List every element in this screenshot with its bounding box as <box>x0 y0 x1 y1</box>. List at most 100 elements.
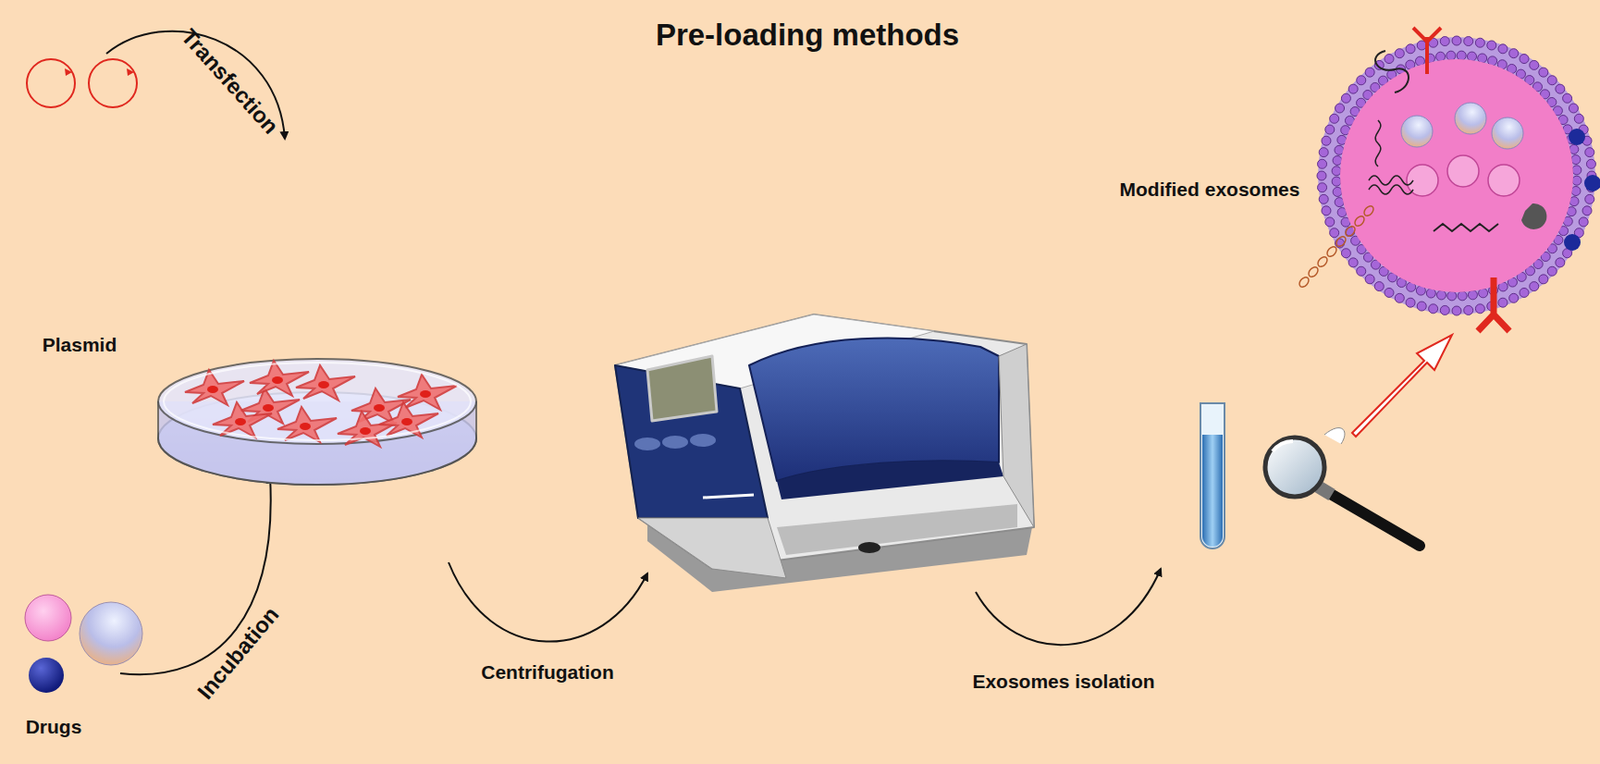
peptide-bead <box>1334 234 1348 248</box>
lipid-head <box>1325 124 1335 135</box>
lipid-head <box>1578 217 1588 227</box>
lipid-head <box>1437 290 1447 300</box>
lipid-head <box>1447 291 1457 301</box>
lipid-head <box>1356 266 1367 276</box>
lipid-head <box>1440 305 1450 315</box>
lipid-head <box>1547 75 1557 86</box>
lipid-head <box>1348 84 1358 94</box>
peptide-bead <box>1325 245 1339 259</box>
lipid-head <box>1574 113 1584 124</box>
lipid-head <box>1394 293 1404 303</box>
lipid-head <box>1428 304 1439 314</box>
lipid-head <box>1452 306 1462 316</box>
lipid-head <box>1571 186 1581 197</box>
lipid-head <box>1452 36 1462 46</box>
lipid-head <box>1374 282 1384 292</box>
cell-nucleus <box>207 385 219 394</box>
peptide-bead <box>1297 275 1311 289</box>
cell-nucleus <box>373 404 385 412</box>
lipid-head <box>1331 166 1342 176</box>
step-label: Centrifugation <box>480 661 614 683</box>
lipid-head <box>1582 206 1592 216</box>
lipid-head <box>1498 44 1508 54</box>
diagram-title: Pre-loading methods <box>655 18 960 52</box>
lipid-head <box>1332 186 1342 197</box>
lipid-head <box>1405 297 1416 308</box>
cell <box>337 411 397 447</box>
cell <box>277 406 337 443</box>
lipid-head <box>1316 171 1327 181</box>
lipid-head <box>1571 155 1581 165</box>
lipid-head <box>1325 217 1335 227</box>
lipid-head <box>1436 51 1446 62</box>
lipid-head <box>1332 155 1342 165</box>
lipid-head <box>1329 228 1340 238</box>
lipid-head <box>1529 60 1539 70</box>
lipid-head <box>1341 93 1351 103</box>
lipid-head <box>1464 305 1474 315</box>
lipid-head <box>1321 135 1331 146</box>
component-label: Plasmid <box>42 333 118 356</box>
lipid-head <box>1475 304 1485 314</box>
lipid-head <box>1341 248 1351 259</box>
cell <box>397 374 457 410</box>
peptide-bead <box>1316 255 1330 269</box>
lipid-head <box>1467 51 1477 62</box>
lipid-head <box>1538 274 1549 284</box>
step-label: Exosomes isolation <box>972 670 1155 692</box>
peptide-bead <box>1343 224 1357 238</box>
lipid-head <box>1538 67 1549 77</box>
cell <box>295 365 356 401</box>
lipid-head <box>1335 103 1345 113</box>
lipid-head <box>1318 147 1329 158</box>
lipid-head <box>1585 147 1595 158</box>
lipid-head <box>1356 75 1367 86</box>
lipid-head <box>1405 44 1416 54</box>
lipid-head <box>1555 84 1565 94</box>
cell-nucleus <box>419 390 431 398</box>
lipid-head <box>1394 49 1404 59</box>
lipid-head <box>1365 274 1375 284</box>
lipid-head <box>1475 37 1485 48</box>
lipid-head <box>1384 287 1394 297</box>
lipid-head <box>1547 266 1557 276</box>
lipid-head <box>1563 93 1573 103</box>
lipid-head <box>1329 113 1340 124</box>
lipid-head <box>1509 293 1519 303</box>
lipid-head <box>1555 258 1565 268</box>
lipid-head <box>1456 50 1466 61</box>
lipid-head <box>1365 67 1375 77</box>
lipid-head <box>1464 36 1474 47</box>
lipid-head <box>1467 290 1477 300</box>
lipid-head <box>1321 206 1331 216</box>
lipid-head <box>1529 282 1539 292</box>
lipid-head <box>1572 165 1582 175</box>
component-label: Drugs <box>25 715 83 738</box>
cell <box>184 369 245 406</box>
peptide-bead <box>1306 265 1320 279</box>
peptide-bead <box>1353 214 1367 228</box>
lipid-head <box>1318 194 1329 204</box>
lipid-head <box>1446 50 1456 61</box>
cell-nucleus <box>271 376 284 384</box>
lipid-head <box>1457 291 1467 301</box>
lipid-head <box>1416 301 1427 311</box>
lipid-head <box>1331 176 1342 186</box>
cell-nucleus <box>262 404 274 412</box>
cell-nucleus <box>299 422 311 431</box>
cell-nucleus <box>234 418 247 426</box>
lipid-head <box>1519 287 1529 297</box>
lipid-head <box>1348 258 1358 268</box>
cell-nucleus <box>401 418 413 426</box>
lipid-head <box>1572 175 1582 185</box>
lipid-head <box>1585 194 1595 204</box>
cell-nucleus <box>318 381 330 389</box>
lipid-head <box>1487 40 1497 50</box>
cell-nucleus <box>359 427 371 435</box>
lipid-head <box>1317 159 1328 169</box>
lipid-head <box>1317 183 1328 193</box>
peptide-bead <box>1362 204 1376 218</box>
lipid-head <box>1519 54 1529 64</box>
lipid-head <box>1509 49 1519 59</box>
lipid-head <box>1498 297 1508 308</box>
